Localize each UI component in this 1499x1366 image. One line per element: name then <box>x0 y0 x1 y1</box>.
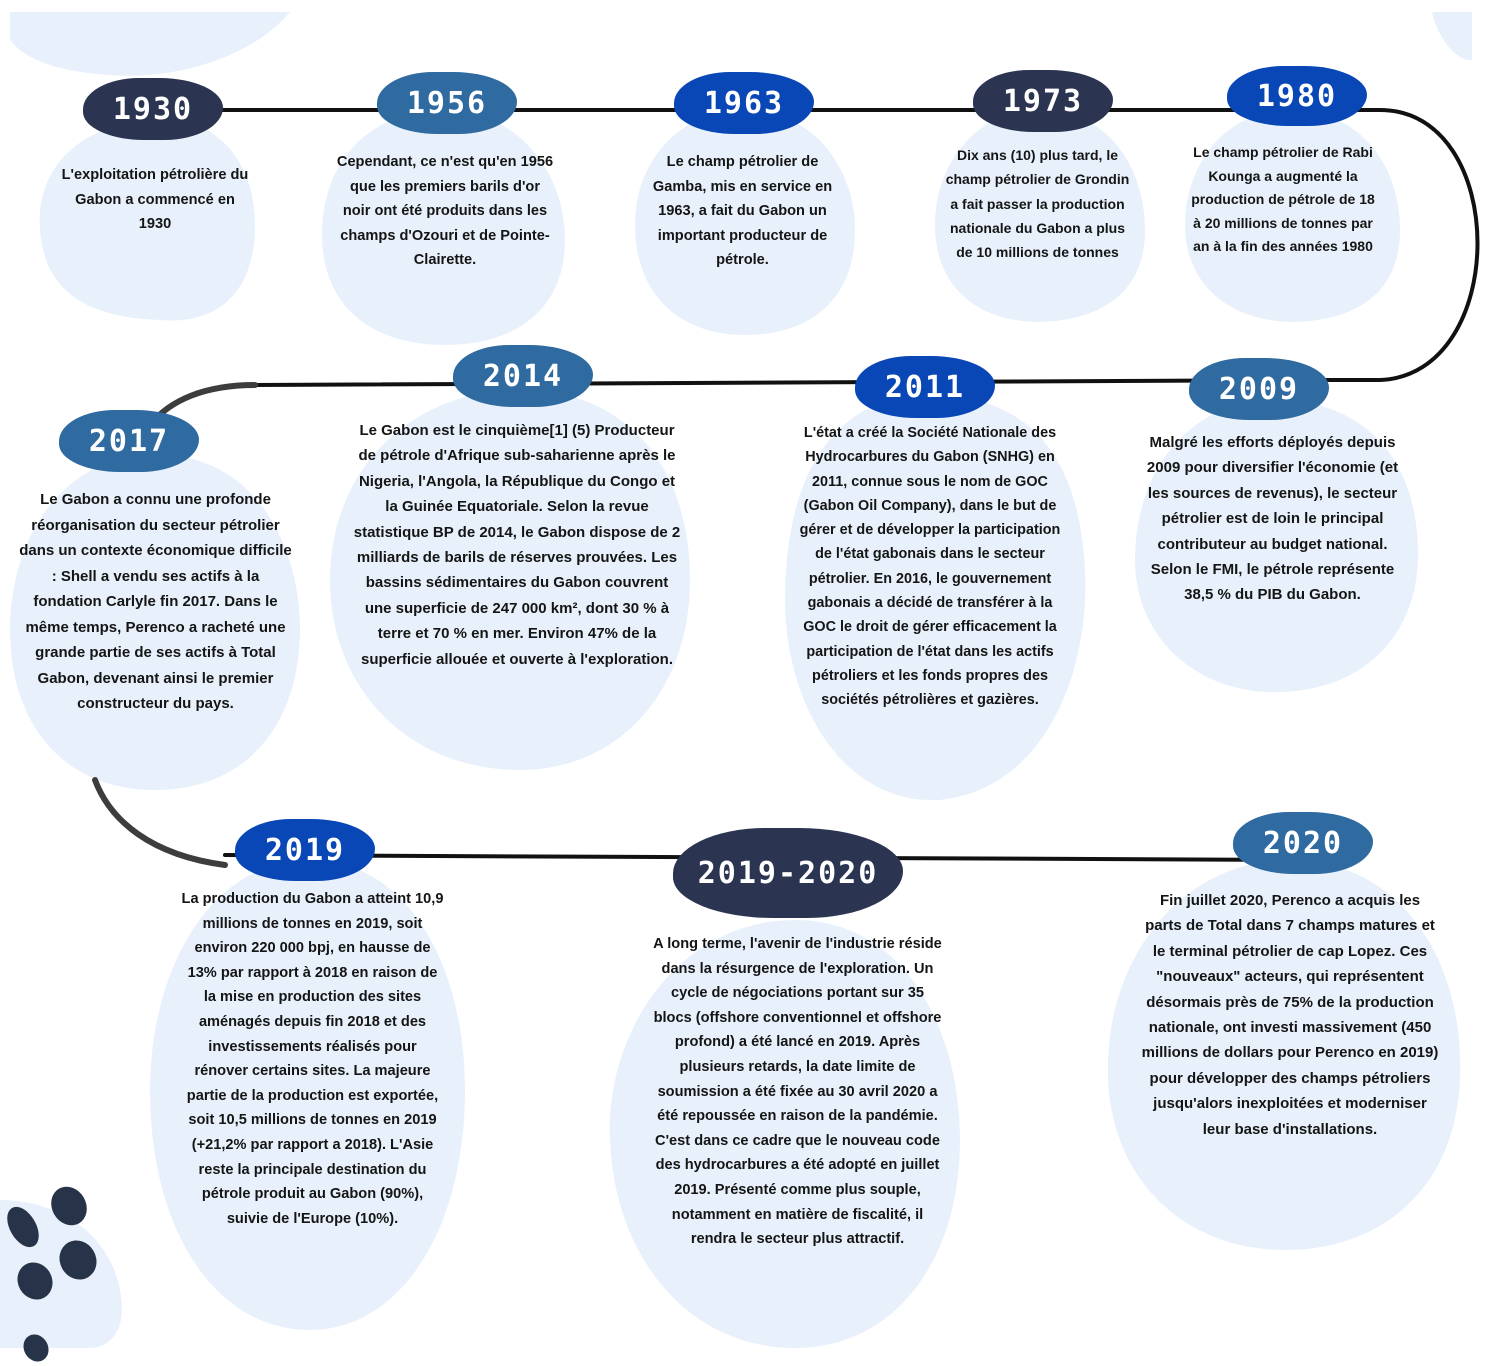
event-blob-1930 <box>39 119 256 321</box>
year-badge-1963: 1963 <box>674 72 814 134</box>
corner-blob-top-left <box>10 12 290 76</box>
event-text-2019: La production du Gabon a atteint 10,9 mi… <box>181 891 444 1227</box>
event-text-2019-2020: A long terme, l'avenir de l'industrie ré… <box>653 936 942 1248</box>
year-badge-2011: 2011 <box>855 356 995 418</box>
timeline-left-curve-bottom <box>92 777 228 868</box>
event-blob-1980 <box>1185 110 1400 322</box>
year-badge-1956: 1956 <box>377 72 517 134</box>
event-blob-1963 <box>635 109 855 335</box>
event-blob-2014 <box>330 390 690 770</box>
year-badge-1980: 1980 <box>1227 66 1367 126</box>
timeline-row1-line <box>148 108 1480 382</box>
event-text-1963: Le champ pétrolier de Gamba, mis en serv… <box>652 154 833 269</box>
year-badge-2020: 2020 <box>1233 812 1373 874</box>
event-blob-2009 <box>1135 400 1419 693</box>
event-blob-2020 <box>1107 860 1461 1250</box>
event-text-2011: L'état a créé la Société Nationale des H… <box>799 425 1061 709</box>
year-badge-1973: 1973 <box>973 70 1113 132</box>
event-blob-1973 <box>935 110 1145 322</box>
event-text-2009: Malgré les efforts déployés depuis 2009 … <box>1146 434 1399 604</box>
year-badge-2014: 2014 <box>453 345 593 407</box>
year-badge-2019-2020: 2019-2020 <box>673 828 903 918</box>
year-badge-1930: 1930 <box>83 78 223 140</box>
event-blob-2017 <box>10 454 300 790</box>
event-text-2017: Le Gabon a connu une profonde réorganisa… <box>19 491 292 712</box>
event-blob-2019-2020 <box>609 920 960 1348</box>
year-badge-2019: 2019 <box>235 819 375 881</box>
event-text-1930: L'exploitation pétrolière du Gabon a com… <box>61 167 249 233</box>
event-text-2020: Fin juillet 2020, Perenco a acquis les p… <box>1141 892 1439 1138</box>
event-blob-2019 <box>150 860 465 1330</box>
event-text-2014: Le Gabon est le cinquième[1] (5) Product… <box>353 422 681 668</box>
event-text-1980: Le champ pétrolier de Rabi Kounga a augm… <box>1191 144 1375 254</box>
year-badge-2009: 2009 <box>1189 358 1329 420</box>
event-text-1973: Dix ans (10) plus tard, le champ pétroli… <box>945 147 1130 261</box>
event-text-1956: Cependant, ce n'est qu'en 1956 que les p… <box>336 154 554 269</box>
corner-blob-top-right <box>1432 12 1472 61</box>
year-badge-2017: 2017 <box>59 410 199 472</box>
event-blob-2011 <box>785 395 1086 801</box>
event-blob-1956 <box>321 109 565 345</box>
timeline-row2-line <box>253 378 1332 387</box>
